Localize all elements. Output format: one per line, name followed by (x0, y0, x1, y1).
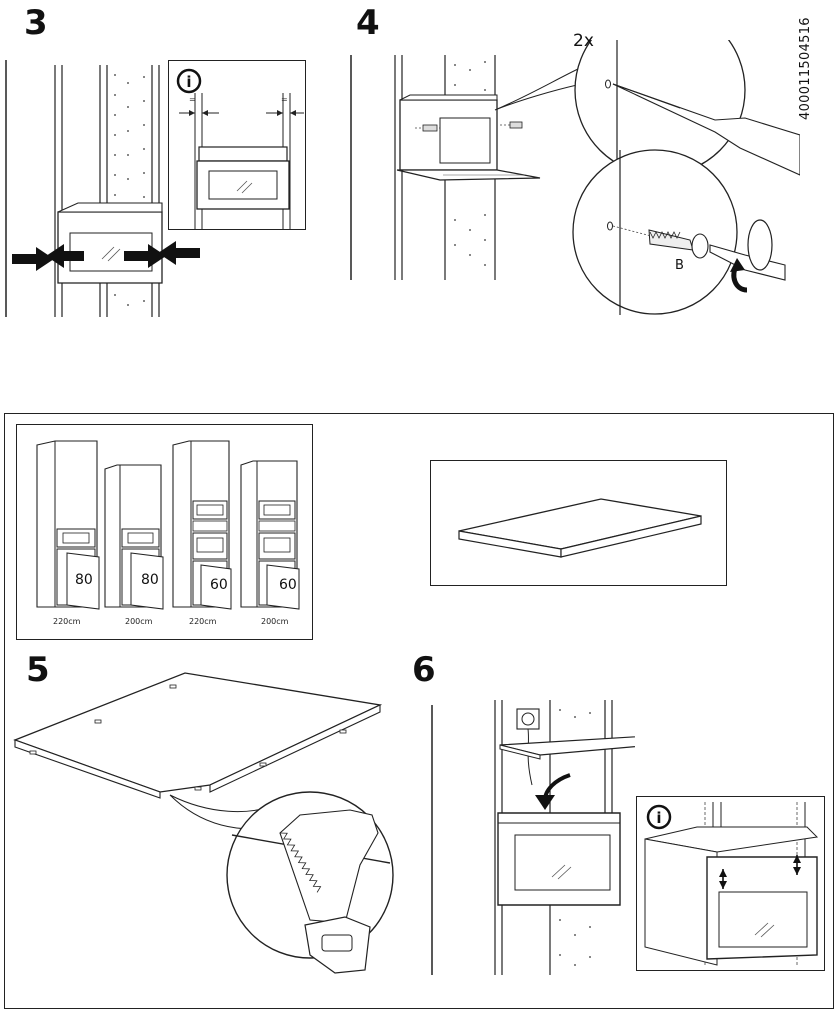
shelf-illustration (458, 498, 702, 558)
step-number-4: 4 (356, 3, 380, 43)
info-icon (176, 68, 202, 94)
arrow-icon (12, 247, 54, 271)
screwdriver-icon (612, 83, 800, 176)
saw-icon (279, 809, 379, 924)
step-6-illustration (431, 700, 635, 975)
cabinet-variants-illustration (36, 440, 300, 610)
step-number-3: 3 (24, 3, 48, 43)
cabinet-variants-panel: 80 80 60 60 220cm 200cm 220cm 200cm (16, 424, 313, 640)
info-icon (646, 804, 672, 830)
document-id: 400011504516 (798, 17, 813, 120)
svg-text:i: i (186, 73, 191, 91)
step-5-illustration (13, 672, 394, 974)
step-number-6: 6 (412, 650, 436, 690)
variant-4-height: 200cm (261, 617, 289, 626)
screw-icon (422, 124, 438, 132)
variant-2-height: 200cm (125, 617, 153, 626)
step-number-5: 5 (26, 650, 50, 690)
variant-4-width: 60 (279, 577, 297, 593)
variant-3-width: 60 (210, 577, 228, 593)
shelf-panel (430, 460, 727, 586)
equal-gap-right-label: = (281, 95, 288, 104)
step-6-info-panel: i (636, 796, 825, 971)
step-3-info-panel: i = = (168, 60, 306, 230)
step-3-illustration (5, 60, 200, 317)
part-label-b: B (675, 258, 684, 273)
variant-1-height: 220cm (53, 617, 81, 626)
screw-count-label: 2x (573, 31, 594, 51)
step-4-illustration (350, 40, 800, 315)
cabinet-options-frame (4, 413, 834, 1009)
equal-gap-left-label: = (189, 95, 196, 104)
variant-2-width: 80 (141, 572, 159, 588)
variant-1-width: 80 (75, 572, 93, 588)
variant-3-height: 220cm (189, 617, 217, 626)
svg-text:i: i (656, 809, 661, 827)
